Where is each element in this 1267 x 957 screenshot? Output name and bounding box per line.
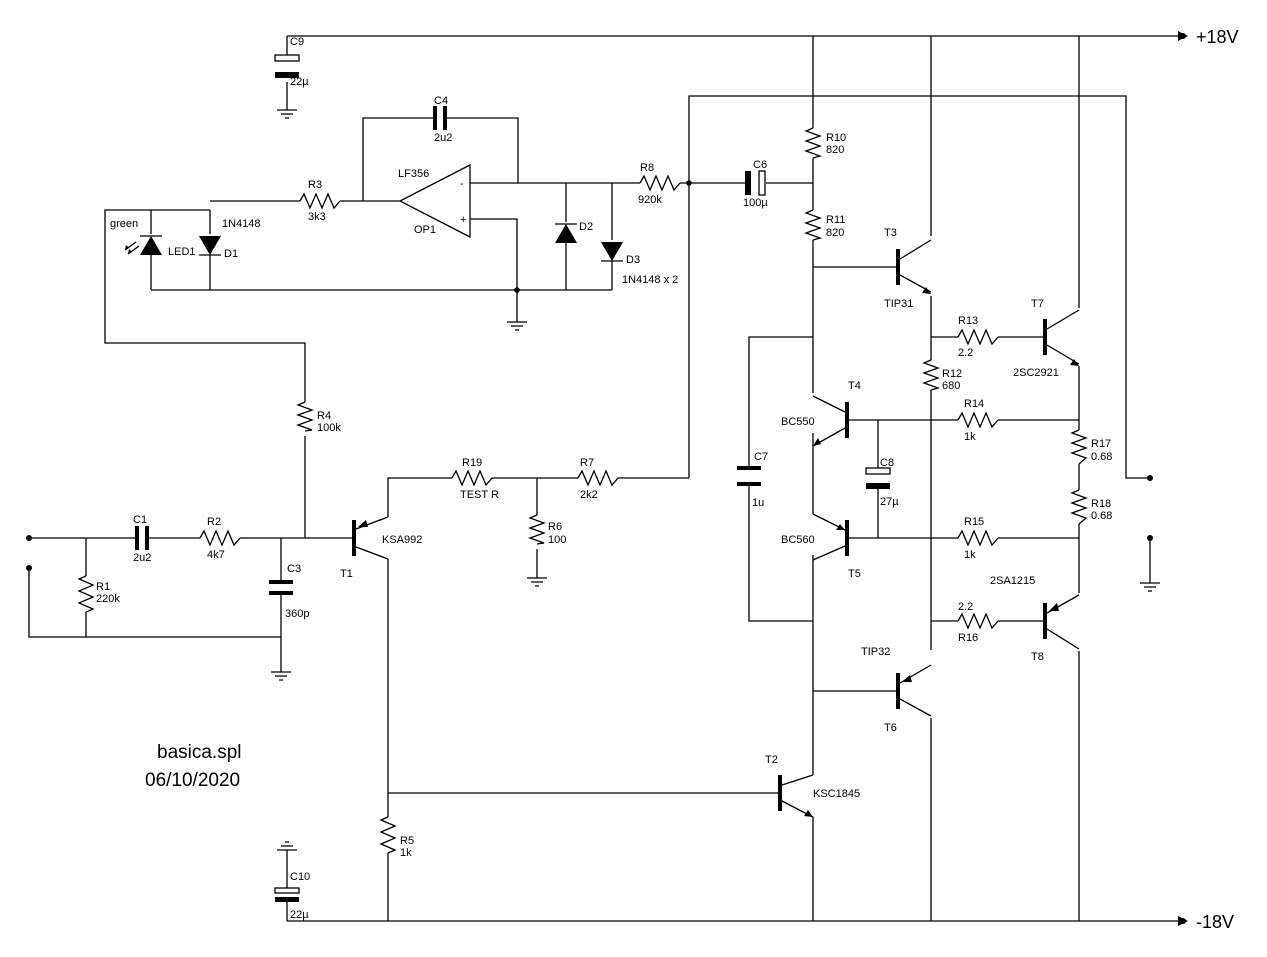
- r15-value: 1k: [964, 549, 976, 561]
- transistor-icon: [340, 239, 1080, 826]
- diode-icon: [140, 223, 623, 262]
- t2-ref: T2: [765, 754, 778, 766]
- r6-value: 100: [548, 534, 566, 546]
- t7-part: 2SC2921: [1013, 367, 1059, 379]
- t1-ref: T1: [340, 568, 353, 580]
- t6-ref: T6: [884, 722, 897, 734]
- r14-value: 1k: [964, 431, 976, 443]
- r19-value: TEST R: [460, 489, 499, 501]
- negative-rail-label: -18V: [1196, 912, 1234, 932]
- r3-ref: R3: [308, 179, 322, 191]
- t6-part: TIP32: [861, 646, 890, 658]
- r17-ref: R17: [1091, 438, 1111, 450]
- r12-ref: R12: [942, 368, 962, 380]
- c7-value: 1u: [752, 497, 764, 509]
- r7-value: 2k2: [580, 489, 598, 501]
- c1-value: 2u2: [133, 552, 151, 564]
- opamp-part: LF356: [398, 168, 429, 180]
- r8-value: 920k: [638, 194, 662, 206]
- d3-ref: D3: [626, 254, 640, 266]
- r11-value: 820: [826, 227, 844, 239]
- c3-ref: C3: [287, 563, 301, 575]
- t3-part: TIP31: [884, 298, 913, 310]
- r10-value: 820: [826, 144, 844, 156]
- r18-value: 0.68: [1091, 510, 1112, 522]
- c8-ref: C8: [880, 457, 894, 469]
- r3-value: 3k3: [308, 211, 326, 223]
- c7-ref: C7: [754, 451, 768, 463]
- t4-ref: T4: [848, 380, 861, 392]
- r7-ref: R7: [580, 457, 594, 469]
- r1-value: 220k: [96, 593, 120, 605]
- r5-ref: R5: [400, 835, 414, 847]
- r12-value: 680: [942, 380, 960, 392]
- t3-ref: T3: [884, 227, 897, 239]
- t2-part: KSC1845: [813, 788, 860, 800]
- ground-icon: [271, 109, 1160, 851]
- opamp-minus-pin: -: [460, 178, 464, 190]
- r19-ref: R19: [462, 457, 482, 469]
- led1-value: green: [110, 218, 138, 230]
- d2-ref: D2: [579, 221, 593, 233]
- wiring: [28, 35, 1183, 922]
- r1-ref: R1: [96, 581, 110, 593]
- t8-part: 2SA1215: [990, 575, 1035, 587]
- schematic-title: basica.spl: [157, 742, 242, 763]
- component-labels: C9 22µ C4 2u2 C6 100µ C1 2u2 C3 360p C7 …: [96, 36, 1112, 921]
- t4-part: BC550: [781, 416, 815, 428]
- capacitor-icon: [135, 54, 891, 902]
- c3-value: 360p: [285, 608, 309, 620]
- t5-part: BC560: [781, 534, 815, 546]
- c9-ref: C9: [290, 36, 304, 48]
- led-light-icon: [124, 241, 140, 255]
- r13-ref: R13: [958, 315, 978, 327]
- t8-ref: T8: [1031, 651, 1044, 663]
- led1-ref: LED1: [168, 246, 196, 258]
- r17-value: 0.68: [1091, 451, 1112, 463]
- d3-value: 1N4148 x 2: [622, 274, 678, 286]
- r4-value: 100k: [317, 422, 341, 434]
- c6-value: 100µ: [743, 197, 768, 209]
- t1-part: KSA992: [382, 534, 422, 546]
- c8-value: 27µ: [880, 496, 899, 508]
- resistor-icon: [77, 127, 1088, 854]
- r6-ref: R6: [548, 521, 562, 533]
- c4-value: 2u2: [434, 132, 452, 144]
- r8-ref: R8: [640, 162, 654, 174]
- r16-ref: R16: [958, 632, 978, 644]
- r14-ref: R14: [964, 398, 984, 410]
- opamp-plus-pin: +: [460, 214, 466, 226]
- r10-ref: R10: [826, 132, 846, 144]
- r4-ref: R4: [317, 410, 331, 422]
- r2-ref: R2: [207, 516, 221, 528]
- c6-ref: C6: [753, 159, 767, 171]
- r11-ref: R11: [826, 214, 845, 226]
- opamp-icon: [398, 163, 471, 239]
- c10-ref: C10: [290, 871, 310, 883]
- schematic-date: 06/10/2020: [145, 770, 240, 791]
- positive-rail-label: +18V: [1196, 27, 1239, 47]
- r5-value: 1k: [400, 847, 412, 859]
- d1-value: 1N4148: [222, 218, 261, 230]
- negative-rail-arrow-icon: [1178, 916, 1188, 926]
- c1-ref: C1: [133, 514, 147, 526]
- r2-value: 4k7: [207, 549, 225, 561]
- r18-ref: R18: [1091, 498, 1111, 510]
- c4-ref: C4: [434, 95, 448, 107]
- c9-value: 22µ: [290, 76, 309, 88]
- d1-ref: D1: [224, 248, 238, 260]
- c10-value: 22µ: [290, 909, 309, 921]
- t7-ref: T7: [1031, 298, 1044, 310]
- r15-ref: R15: [964, 516, 984, 528]
- r16-value: 2.2: [958, 601, 973, 613]
- opamp-ref: OP1: [414, 224, 436, 236]
- t5-ref: T5: [848, 568, 861, 580]
- r13-value: 2.2: [958, 347, 973, 359]
- positive-rail-arrow-icon: [1178, 31, 1188, 41]
